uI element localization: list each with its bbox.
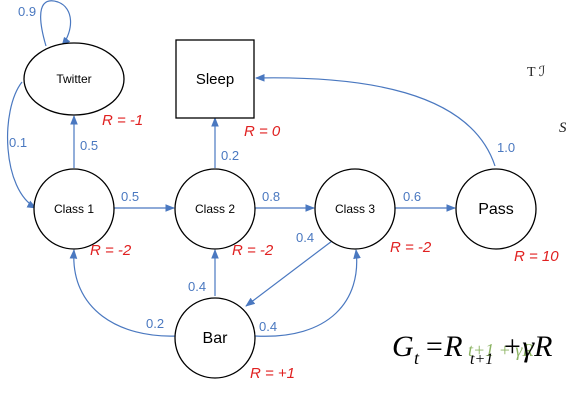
node-class3 bbox=[314, 168, 396, 250]
equation-r-subscript: t+1 bbox=[470, 351, 493, 368]
node-bar bbox=[174, 297, 256, 379]
prob-class3-to-bar: 0.4 bbox=[296, 230, 314, 245]
pass-label: Pass bbox=[478, 201, 514, 218]
edge-pass-to-sleep bbox=[255, 73, 496, 167]
prob-bar-to-class1: 0.2 bbox=[146, 316, 164, 331]
edge-twitter-self-loop bbox=[40, 0, 72, 47]
equation-g: G bbox=[392, 330, 414, 363]
sleep-label: Sleep bbox=[196, 71, 234, 88]
prob-twitter-to-class1: 0.1 bbox=[9, 135, 27, 150]
class1-label: Class 1 bbox=[54, 202, 94, 216]
class1-reward: R = -2 bbox=[90, 242, 132, 259]
equation-g-subscript: t bbox=[414, 348, 420, 368]
prob-class2-to-sleep: 0.2 bbox=[221, 148, 239, 163]
node-class1 bbox=[33, 168, 115, 250]
equation-ghost-overlay: t+1 + γR bbox=[468, 340, 533, 360]
node-class2 bbox=[174, 168, 256, 250]
edge-twitter-to-class1 bbox=[7, 81, 37, 209]
prob-pass-to-sleep: 1.0 bbox=[497, 140, 515, 155]
edge-bar-to-class3 bbox=[254, 249, 361, 337]
prob-class3-to-pass: 0.6 bbox=[403, 189, 421, 204]
edge-class3-to-bar bbox=[245, 237, 337, 307]
equation-equals-r: =R bbox=[424, 330, 463, 363]
side-text-top: T ℐ bbox=[527, 65, 546, 80]
node-twitter bbox=[23, 42, 125, 116]
pass-reward: R = 10 bbox=[514, 248, 559, 265]
prob-bar-to-class3: 0.4 bbox=[259, 319, 277, 334]
node-sleep bbox=[175, 39, 255, 119]
prob-bar-to-class2: 0.4 bbox=[188, 279, 206, 294]
prob-class1-to-class2: 0.5 bbox=[121, 189, 139, 204]
bar-reward: R = +1 bbox=[250, 365, 295, 382]
equation-rest: +γR bbox=[502, 330, 552, 363]
prob-twitter-self: 0.9 bbox=[18, 4, 36, 19]
sleep-reward: R = 0 bbox=[244, 123, 281, 140]
prob-class1-to-twitter: 0.5 bbox=[80, 138, 98, 153]
class3-label: Class 3 bbox=[335, 202, 375, 216]
twitter-reward: R = -1 bbox=[102, 112, 143, 129]
prob-class2-to-class3: 0.8 bbox=[262, 189, 280, 204]
twitter-label: Twitter bbox=[56, 72, 91, 86]
return-equation: t+1 + γR G t =R t+1 +γR bbox=[392, 330, 552, 368]
class2-label: Class 2 bbox=[195, 202, 235, 216]
node-pass bbox=[455, 168, 537, 250]
class2-reward: R = -2 bbox=[232, 242, 274, 259]
side-text-mid: S bbox=[559, 120, 566, 136]
edge-bar-to-class1 bbox=[69, 249, 177, 337]
class3-reward: R = -2 bbox=[390, 239, 432, 256]
bar-label: Bar bbox=[203, 330, 229, 347]
